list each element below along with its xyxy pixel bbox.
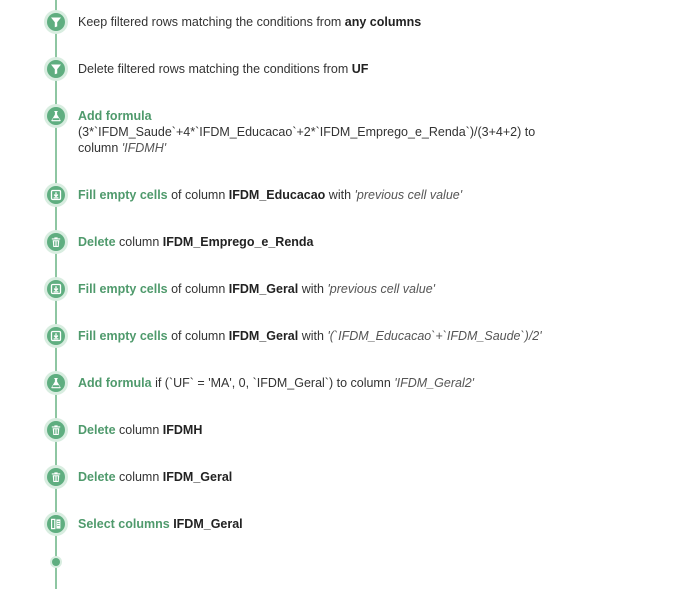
step-description: Fill empty cells of column IFDM_Educacao… bbox=[78, 187, 462, 203]
step-node bbox=[44, 371, 68, 395]
step-column: IFDM_Geral bbox=[173, 517, 243, 531]
fill-icon bbox=[50, 283, 62, 295]
step-with: with bbox=[325, 188, 355, 202]
step-with: with bbox=[298, 282, 328, 296]
flask-icon bbox=[51, 378, 61, 389]
step-connector: column bbox=[115, 235, 163, 249]
step-node bbox=[44, 418, 68, 442]
step-column: IFDMH bbox=[162, 423, 203, 437]
step-node bbox=[44, 57, 68, 81]
step-action: Delete bbox=[78, 423, 116, 437]
flask-icon bbox=[51, 111, 61, 122]
step-prefix: Delete filtered rows matching the condit… bbox=[78, 62, 352, 76]
new-column-name: 'IFDMH' bbox=[121, 141, 167, 155]
column-prefix: column bbox=[78, 141, 122, 155]
step-target: UF bbox=[351, 62, 369, 76]
filter-icon bbox=[51, 64, 61, 75]
step-node bbox=[44, 512, 68, 536]
step-node bbox=[44, 324, 68, 348]
step-node bbox=[44, 10, 68, 34]
step-description: Keep filtered rows matching the conditio… bbox=[78, 14, 421, 30]
step-action: Delete bbox=[78, 235, 116, 249]
step-node bbox=[44, 183, 68, 207]
columns-icon bbox=[51, 518, 61, 530]
formula-text: (3*`IFDM_Saude`+4*`IFDM_Educacao`+2*`IFD… bbox=[78, 125, 536, 139]
trash-icon bbox=[51, 425, 61, 435]
step-description: Delete column IFDM_Emprego_e_Renda bbox=[78, 234, 314, 250]
step-value: 'previous cell value' bbox=[327, 282, 436, 296]
trash-icon bbox=[51, 472, 61, 482]
formula-text: if (`UF` = 'MA', 0, `IFDM_Geral`) to col… bbox=[151, 376, 395, 390]
step-node bbox=[44, 230, 68, 254]
step-connector: column bbox=[115, 470, 163, 484]
step-connector: column bbox=[115, 423, 163, 437]
step-connector: of column bbox=[167, 188, 229, 202]
trash-icon bbox=[51, 237, 61, 247]
step-column: IFDM_Geral bbox=[228, 329, 299, 343]
step-target: any columns bbox=[344, 15, 422, 29]
step-node bbox=[44, 465, 68, 489]
step-action: Add formula bbox=[78, 376, 152, 390]
step-description: Delete column IFDM_Geral bbox=[78, 469, 232, 485]
step-description: Delete filtered rows matching the condit… bbox=[78, 61, 368, 77]
timeline-end-node[interactable] bbox=[50, 556, 62, 568]
step-action: Add formula bbox=[78, 109, 152, 123]
step-action: Fill empty cells bbox=[78, 329, 168, 343]
step-action: Select columns bbox=[78, 517, 170, 531]
step-action: Fill empty cells bbox=[78, 282, 168, 296]
step-node bbox=[44, 104, 68, 128]
step-node bbox=[44, 277, 68, 301]
step-prefix: Keep filtered rows matching the conditio… bbox=[78, 15, 345, 29]
step-action: Delete bbox=[78, 470, 116, 484]
step-action: Fill empty cells bbox=[78, 188, 168, 202]
step-column: IFDM_Educacao bbox=[228, 188, 326, 202]
step-description: Fill empty cells of column IFDM_Geral wi… bbox=[78, 328, 542, 344]
step-connector: of column bbox=[167, 329, 229, 343]
step-column: IFDM_Geral bbox=[228, 282, 299, 296]
step-value: '(`IFDM_Educacao`+`IFDM_Saude`)/2' bbox=[327, 329, 542, 343]
step-connector: of column bbox=[167, 282, 229, 296]
new-column-name: 'IFDM_Geral2' bbox=[394, 376, 475, 390]
step-description: Delete column IFDMH bbox=[78, 422, 202, 438]
step-description: Add formula (3*`IFDM_Saude`+4*`IFDM_Educ… bbox=[78, 108, 535, 156]
step-description: Select columns IFDM_Geral bbox=[78, 516, 243, 532]
step-description: Add formula if (`UF` = 'MA', 0, `IFDM_Ge… bbox=[78, 375, 474, 391]
step-column: IFDM_Emprego_e_Renda bbox=[162, 235, 314, 249]
step-with: with bbox=[298, 329, 328, 343]
step-description: Fill empty cells of column IFDM_Geral wi… bbox=[78, 281, 435, 297]
fill-icon bbox=[50, 330, 62, 342]
step-value: 'previous cell value' bbox=[354, 188, 463, 202]
filter-icon bbox=[51, 17, 61, 28]
step-column: IFDM_Geral bbox=[162, 470, 233, 484]
fill-icon bbox=[50, 189, 62, 201]
